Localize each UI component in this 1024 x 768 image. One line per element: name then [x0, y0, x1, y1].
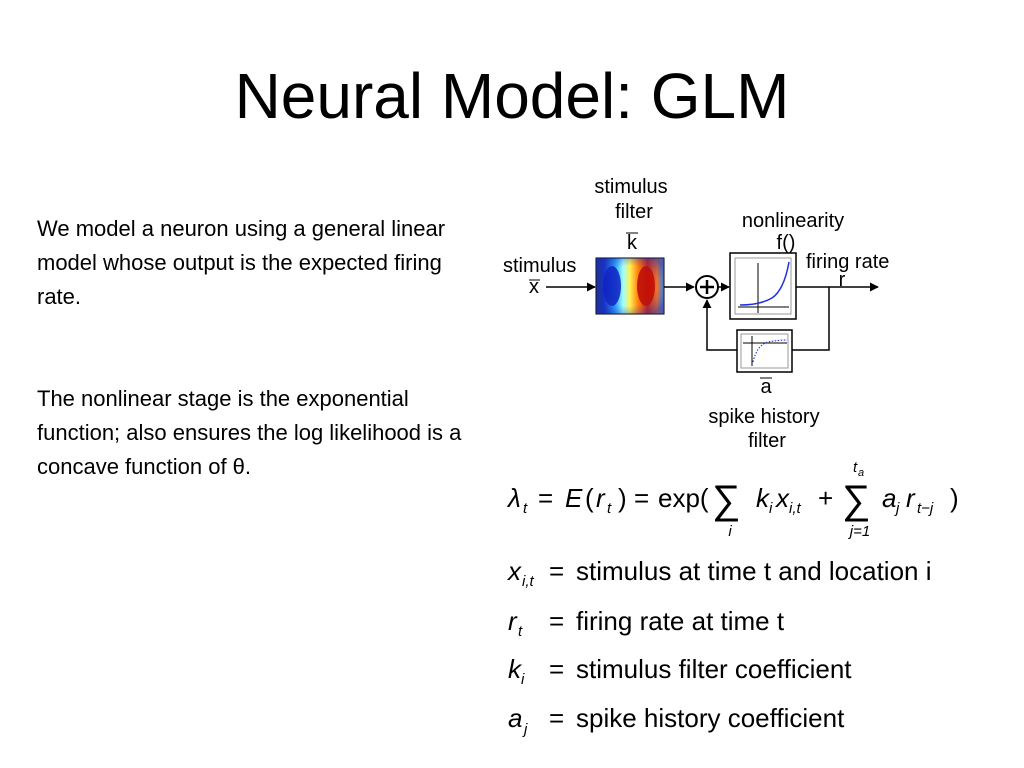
stimulus-filter-label-2: filter [615, 201, 653, 223]
stimulus-label: stimulus [503, 255, 576, 277]
spike-history-label: spike history [708, 406, 819, 428]
def-row-a: a j = spike history coefficient [508, 703, 845, 738]
summation-node [695, 275, 719, 299]
slide-title: Neural Model: GLM [234, 60, 790, 132]
eq-close-paren: ) [618, 483, 627, 513]
def-row-r: r t = firing rate at time t [508, 606, 785, 640]
def-equals: = [549, 606, 564, 636]
equations: λ t = E ( r t ) = exp( ∑ i k i x i,t + ∑… [506, 459, 959, 738]
glm-diagram: stimulus filter k stimulus x nonlinearit… [503, 176, 889, 452]
eq-r2-sub: t−j [917, 500, 934, 517]
def-subscript: i,t [522, 573, 535, 590]
eq-final-paren: ) [950, 483, 959, 513]
eq-sigma-1: ∑ [712, 478, 741, 522]
eq-open-paren: ( [585, 483, 594, 513]
definitions: x i,t = stimulus at time t and location … [506, 556, 932, 738]
eq-r: r [596, 483, 606, 513]
nonlinearity-box [729, 252, 797, 320]
stimulus-filter-symbol: k [627, 232, 638, 254]
def-text: stimulus filter coefficient [576, 654, 852, 684]
def-symbol: r [508, 606, 518, 636]
def-row-x: x i,t = stimulus at time t and location … [506, 556, 932, 590]
nonlinearity-label: nonlinearity [742, 210, 844, 232]
eq-sigma-2-upper-t: t [853, 459, 858, 476]
eq-x-sub: i,t [789, 500, 802, 517]
stimulus-filter-label: stimulus [594, 176, 667, 198]
feedback-line [792, 287, 830, 351]
def-symbol: x [506, 556, 522, 586]
eq-k-sub: i [769, 500, 773, 517]
nonlinearity-symbol: f() [777, 232, 796, 254]
def-subscript: j [522, 721, 528, 738]
stimulus-symbol: x [529, 276, 539, 298]
eq-equals-2: = [634, 483, 649, 513]
intro-paragraph: We model a neuron using a general linear… [37, 216, 446, 309]
eq-r-sub: t [607, 500, 612, 517]
eq-equals-1: = [538, 483, 553, 513]
eq-sigma-1-lower: i [728, 523, 732, 540]
eq-sigma-2-upper-a: a [858, 467, 864, 479]
def-symbol: k [508, 654, 523, 684]
def-equals: = [549, 556, 564, 586]
eq-sigma-2: ∑ [842, 478, 871, 522]
stimulus-filter-image [595, 257, 665, 315]
main-equation: λ t = E ( r t ) = exp( ∑ i k i x i,t + ∑… [506, 459, 959, 540]
eq-sigma-2-lower: j=1 [848, 523, 870, 540]
def-subscript: i [521, 671, 525, 688]
eq-a-sub: j [894, 500, 900, 517]
eq-a: a [882, 483, 896, 513]
firing-rate-label: firing rate [806, 251, 889, 273]
def-subscript: t [518, 623, 523, 640]
def-row-k: k i = stimulus filter coefficient [508, 654, 852, 688]
spike-history-label-2: filter [748, 430, 786, 452]
spike-history-box [736, 329, 793, 373]
nonlinear-paragraph: The nonlinear stage is the exponential f… [37, 386, 462, 479]
def-equals: = [549, 703, 564, 733]
def-symbol: a [508, 703, 522, 733]
def-text: stimulus at time t and location i [576, 556, 932, 586]
eq-E: E [565, 483, 583, 513]
eq-r2: r [906, 483, 916, 513]
eq-plus: + [818, 483, 833, 513]
def-text: firing rate at time t [576, 606, 785, 636]
history-symbol: a [760, 376, 772, 398]
firing-rate-symbol: r [839, 269, 846, 291]
eq-k: k [756, 483, 771, 513]
feedback-return-arrow [702, 299, 737, 351]
eq-lambda: λ [506, 483, 521, 513]
eq-exp: exp( [658, 483, 709, 513]
def-equals: = [549, 654, 564, 684]
eq-lambda-sub: t [523, 500, 528, 517]
eq-x: x [774, 483, 790, 513]
def-text: spike history coefficient [576, 703, 845, 733]
